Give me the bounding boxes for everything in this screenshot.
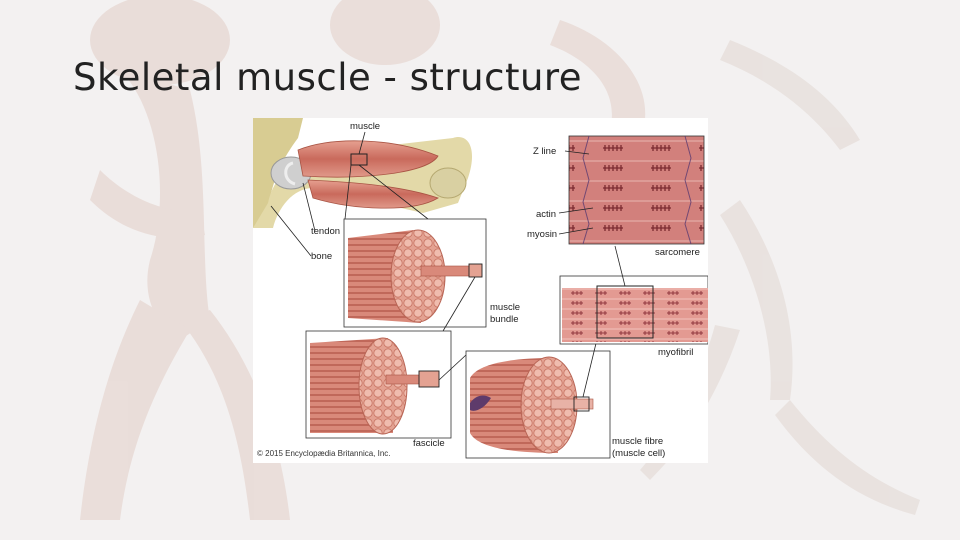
muscle-structure-figure: muscle tendon bone muscle bundle fascicl… <box>253 118 708 463</box>
label-bone: bone <box>311 251 333 262</box>
fascicle-panel <box>305 276 476 439</box>
label-fascicle: fascicle <box>413 438 445 449</box>
muscle-fibre-panel <box>438 350 611 459</box>
label-actin: actin <box>536 209 557 220</box>
arm-leader-lines <box>270 131 429 257</box>
label-muscle: muscle <box>350 121 381 132</box>
label-z-line: Z line <box>533 146 557 157</box>
muscle-structure-diagram <box>253 118 708 459</box>
label-muscle-bundle-2: bundle <box>490 314 519 325</box>
label-muscle-fibre-1: muscle fibre <box>612 436 664 447</box>
label-myofibril: myofibril <box>658 347 694 358</box>
label-tendon: tendon <box>311 226 341 237</box>
sarcomere-panel <box>568 135 705 245</box>
muscle-bundle-panel <box>343 218 487 328</box>
label-muscle-fibre-2: (muscle cell) <box>612 448 666 459</box>
copyright-text: © 2015 Encyclopædia Britannica, Inc. <box>257 449 391 458</box>
label-muscle-bundle-1: muscle <box>490 302 521 313</box>
label-sarcomere: sarcomere <box>655 247 700 258</box>
sarcomere-leader-lines <box>558 150 594 235</box>
label-myosin: myosin <box>527 229 558 240</box>
slide-title: Skeletal muscle - structure <box>73 56 583 99</box>
arm-illustration <box>253 118 473 228</box>
myofibril-panel <box>559 245 708 398</box>
